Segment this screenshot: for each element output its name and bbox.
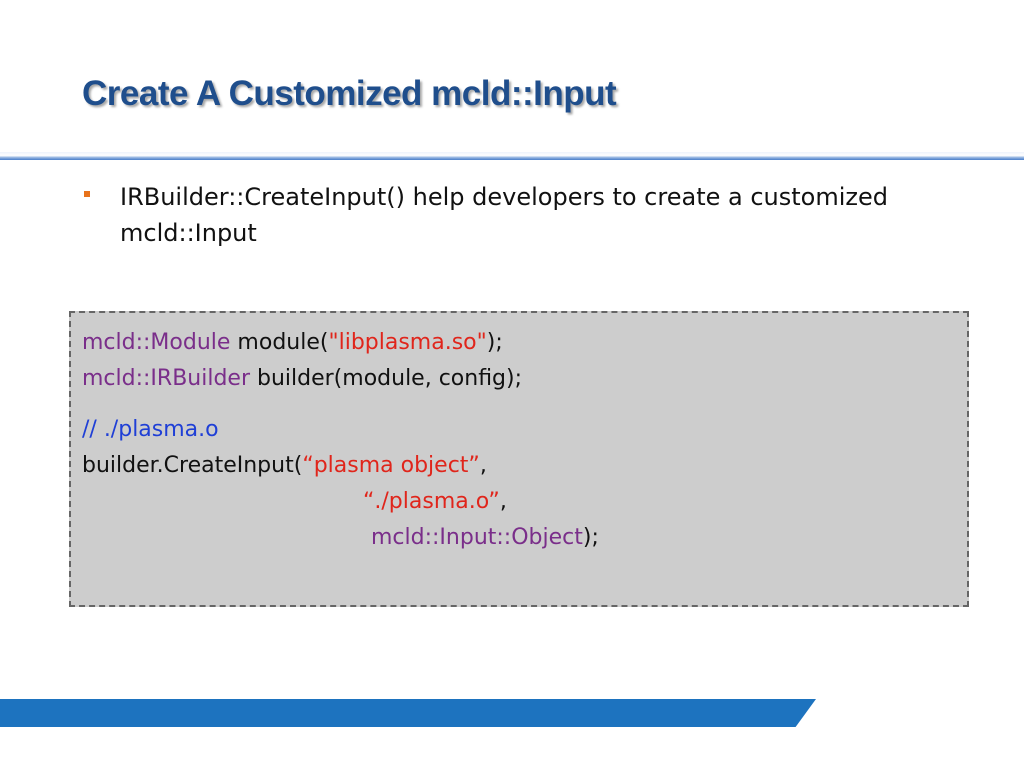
code-string: “./plasma.o” (363, 489, 500, 514)
code-line-path-arg: “./plasma.o”, (82, 484, 967, 520)
slide-title: Create A Customized mcld::Input (82, 74, 617, 113)
code-text: , (499, 489, 507, 514)
bullet-text: IRBuilder::CreateInput() help developers… (120, 183, 888, 247)
footer-accent-bar (0, 699, 816, 727)
code-text: ); (582, 525, 599, 550)
code-gap (82, 397, 967, 412)
code-block: mcld::Module module("libplasma.so"); mcl… (69, 311, 969, 607)
code-string: “plasma object” (302, 453, 480, 478)
bullet-item: IRBuilder::CreateInput() help developers… (82, 179, 942, 251)
code-type: mcld::Input::Object (371, 525, 583, 550)
code-text: builder(module, config); (250, 366, 523, 391)
code-text: , (479, 453, 487, 478)
code-line-comment: // ./plasma.o (82, 412, 967, 448)
bullet-square-icon (84, 191, 90, 197)
code-type: mcld::Module (82, 330, 231, 355)
title-divider (0, 152, 1024, 160)
code-text: builder.CreateInput( (82, 453, 303, 478)
code-type: mcld::IRBuilder (82, 366, 251, 391)
code-string: "libplasma.so" (328, 330, 487, 355)
code-comment: // ./plasma.o (82, 417, 219, 442)
code-line-builder: mcld::IRBuilder builder(module, config); (82, 361, 967, 397)
code-line-module: mcld::Module module("libplasma.so"); (82, 325, 967, 361)
code-text: module( (230, 330, 329, 355)
code-text: ); (486, 330, 503, 355)
code-line-type-arg: mcld::Input::Object); (82, 520, 967, 556)
code-line-createinput: builder.CreateInput(“plasma object”, (82, 448, 967, 484)
